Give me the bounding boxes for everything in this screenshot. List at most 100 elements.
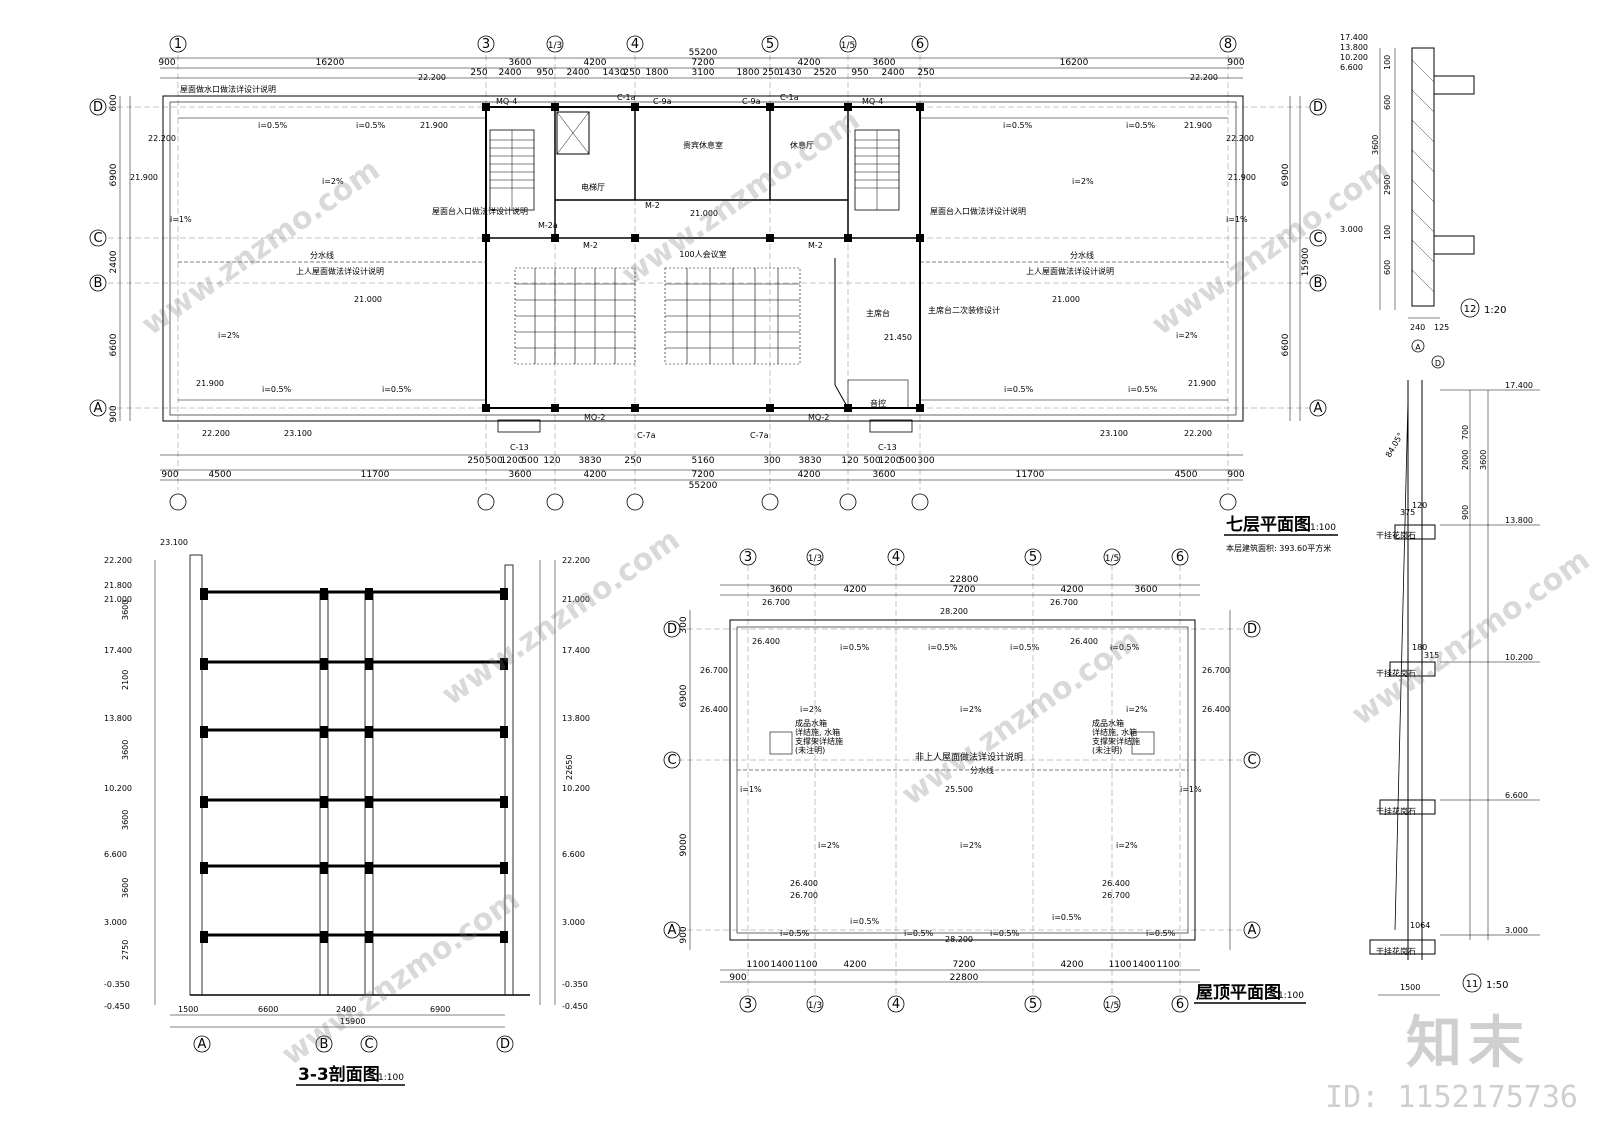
plan7-dim: 6900 [109,163,119,186]
roof-axis: C [667,753,676,768]
section-dim: 2100 [121,670,130,690]
section33-labels: 23.100 22.200 21.800 21.000 17.400 13.80… [104,538,590,1026]
roof-dim: 900 [679,926,689,943]
plan7-dim: 900 [1227,470,1244,480]
section-axis: C [364,1037,373,1052]
roof-slope: i=0.5% [1110,643,1140,652]
roof-right-note: 上人屋面做法详设计说明 [1026,266,1114,276]
section33-title-block: 3-3剖面图 1:100 [296,1064,405,1086]
plan7-dim: 7200 [692,470,715,480]
plan7-axis-top: 5 [766,37,774,52]
detail-dim: 900 [1461,505,1470,520]
room-meeting: 100人会议室 [679,249,726,259]
detail-11 [1369,355,1540,996]
level: -0.450 [104,1002,130,1011]
detail-axis: A [1415,343,1421,352]
elevation-mark: 22.200 [148,134,176,143]
level: 13.800 [562,714,590,723]
detail-note: 干挂花岗石 [1376,806,1416,816]
slope-mark: i=0.5% [356,121,386,130]
detail12-scale: 1:20 [1484,305,1506,316]
plan7-dim: 6900 [1281,163,1291,186]
detail-level: 17.400 [1505,381,1533,390]
detail-note: 干挂花岗石 [1376,668,1416,678]
elevation-mark: 22.200 [1184,429,1212,438]
section-axis: A [198,1037,207,1052]
plan7-dim: 6600 [109,333,119,356]
roof-dim: 3600 [770,585,793,595]
roof-slope: i=1% [740,785,762,794]
plan7-dim: 1430 [603,68,626,78]
plan7-axis-top: 1/3 [548,41,562,51]
detail-axis: D [1435,359,1441,368]
roof-dim: 22800 [950,575,979,585]
plan7-dim: 2400 [109,250,119,273]
window-mark: C-13 [510,443,529,452]
plan7-dim: 300 [917,456,934,466]
plan7-dim: 1200 [501,456,524,466]
podium-note: 主席台二次装修设计 [928,305,1000,315]
roof-elevation: 26.700 [762,598,790,607]
level: 22.200 [104,556,132,565]
door-mark: M-2 [645,201,660,210]
section-dim: 1500 [178,1005,198,1014]
plan7-axis-top: 4 [631,37,639,52]
detail-level: 13.800 [1340,43,1368,52]
ridge-note: 分水线 [1070,250,1094,260]
detail-dim: 600 [1383,260,1392,275]
detail-angle: 84.05° [1384,431,1405,459]
roof-axis: 3 [744,550,752,565]
window-mark: C-9a [653,97,672,106]
slope-mark: i=0.5% [1003,121,1033,130]
plan7-dim: 1200 [879,456,902,466]
plan7-dim: 4200 [584,470,607,480]
detail-dim: 3600 [1371,135,1380,155]
roof-axis: 5 [1029,997,1037,1012]
section-dim: 2400 [336,1005,356,1014]
level: -0.350 [562,980,588,989]
roof-dim: 1400 [771,960,794,970]
door-mark: MQ-4 [862,97,883,106]
section-axis: B [320,1037,329,1052]
window-mark: C-7a [750,431,769,440]
roof-elevation: 26.400 [1102,879,1130,888]
image-id: ID: 1152175736 [1325,1080,1578,1115]
window-mark: C-1a [780,93,799,102]
slope-mark: i=0.5% [1128,385,1158,394]
roof-axis: 1/5 [1105,1001,1119,1011]
plan7-dim: 2400 [882,68,905,78]
room-rest-hall: 休息厅 [790,140,814,150]
roof-slope: i=2% [818,841,840,850]
roof-elevation: 26.400 [790,879,818,888]
tank-note: 支撑架详结施 [1092,736,1140,746]
detail-level: 3.000 [1505,926,1528,935]
roof-elevation: 26.400 [1202,705,1230,714]
level: 3.000 [562,918,585,927]
plan7-dim: 500 [899,456,916,466]
section33-scale: 1:100 [378,1073,404,1083]
detail12-labels: 17.400 13.800 10.200 6.600 3.000 100 600… [1340,33,1449,352]
plan7-dim: 4200 [798,470,821,480]
detail-level: 6.600 [1505,791,1528,800]
roof-elevation: 28.200 [945,935,973,944]
roof-slope: i=2% [960,841,982,850]
level: 13.800 [104,714,132,723]
roof-slope: i=2% [800,705,822,714]
tank-note: 详结施, 水箱 [795,727,840,737]
plan7-dimensions: 55200 900 16200 3600 4200 7200 4200 3600… [158,48,1244,491]
plan7-dim: 3600 [873,58,896,68]
door-mark: MQ-4 [496,97,517,106]
room-elevator-hall: 电梯厅 [581,182,605,192]
section-axis: D [500,1037,510,1052]
detail-dim: 1064 [1410,921,1430,930]
elevation-mark: 22.200 [418,73,446,82]
roof-ridge-note: 分水线 [970,765,994,775]
elevation-mark: 21.900 [196,379,224,388]
seventh-floor-plan [89,35,1327,511]
slope-mark: i=1% [170,215,192,224]
window-mark: C-13 [878,443,897,452]
roof-axis: 1/3 [808,554,822,564]
plan7-dim: 500 [863,456,880,466]
level: 17.400 [104,646,132,655]
level: 10.200 [562,784,590,793]
